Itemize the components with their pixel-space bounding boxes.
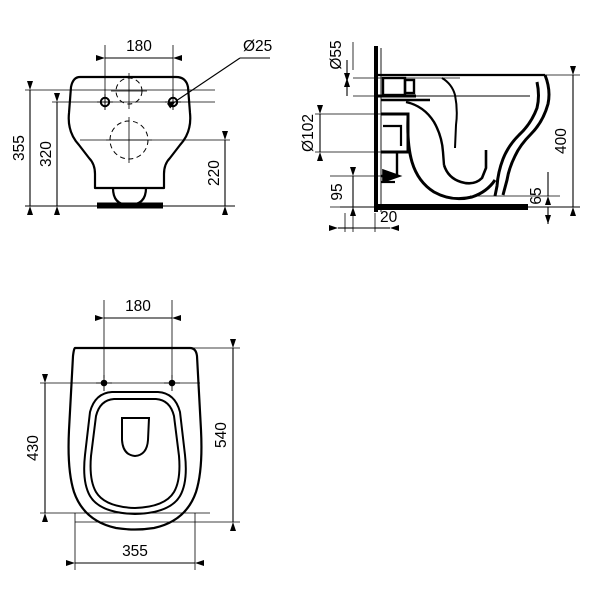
front-floor-bar	[97, 202, 163, 209]
dimension-front-d25: Ø25	[166, 38, 272, 109]
dimension-label-front-320: 320	[38, 141, 55, 167]
side-floor-bar	[378, 204, 528, 210]
dimension-label-side-d55: Ø55	[328, 40, 345, 69]
side-trap-form	[442, 150, 488, 185]
dimension-label-plan-430: 430	[25, 435, 42, 461]
dimension-label-plan-180: 180	[125, 298, 151, 315]
dimension-label-front-180: 180	[126, 38, 152, 55]
dimension-label-side-400: 400	[553, 128, 570, 154]
side-flush-inlet-fitting	[378, 76, 430, 102]
side-pan-right-profile	[501, 74, 551, 196]
side-lower-bracket	[381, 150, 403, 184]
front-pan-outline	[67, 75, 192, 190]
dimension-side-65: 65	[528, 172, 551, 224]
view-front-elevation: 180 Ø25 355 320 220	[11, 38, 272, 215]
dimension-label-side-d102: Ø102	[300, 114, 317, 152]
front-lower-outlet-circle	[106, 117, 152, 163]
dimension-label-front-220: 220	[206, 160, 223, 186]
dimension-label-side-65: 65	[528, 187, 545, 204]
front-fixing-hole-left	[97, 94, 113, 110]
dimension-label-side-95: 95	[329, 183, 346, 200]
dimension-side-20: 20	[329, 209, 399, 231]
dimension-label-front-355: 355	[11, 135, 28, 161]
side-wall-line	[374, 46, 378, 212]
dimension-label-front-d25: Ø25	[243, 38, 272, 55]
dimension-side-d55: Ø55	[328, 40, 350, 96]
plan-bowl-rim-inner	[89, 398, 181, 510]
dimension-side-400: 400	[553, 66, 576, 216]
dimension-front-320: 320	[38, 93, 60, 215]
side-rim-front-curve	[441, 77, 458, 149]
dimension-label-plan-540: 540	[213, 422, 230, 448]
dimension-plan-355: 355	[66, 543, 204, 566]
front-upper-center-circle	[111, 73, 147, 109]
view-plan: 180 430 540 355	[25, 298, 240, 570]
side-internal-flush-channel	[405, 100, 446, 166]
plan-fixing-hole-left	[96, 375, 112, 391]
dimension-label-side-20: 20	[380, 209, 398, 226]
side-bowl-underbody	[406, 117, 497, 201]
plan-bowl-rim-outer	[83, 391, 187, 516]
plan-seat-outline	[67, 346, 203, 531]
dimension-plan-430: 430	[25, 374, 48, 522]
dimension-label-plan-355: 355	[122, 543, 148, 560]
side-pan-right-inner-profile	[493, 81, 540, 197]
dimension-plan-180: 180	[95, 298, 181, 321]
dimension-front-180: 180	[96, 38, 182, 61]
front-fixing-hole-right	[165, 94, 181, 110]
dimension-front-355: 355	[11, 81, 33, 215]
dimension-plan-540: 540	[213, 339, 236, 531]
dimension-side-d102: Ø102	[300, 105, 323, 161]
dimension-side-95: 95	[329, 167, 356, 216]
view-side-section: Ø55 Ø102 95 20 400 65	[300, 40, 580, 232]
plan-flush-aperture	[121, 417, 151, 458]
dimension-front-220: 220	[206, 131, 228, 215]
plan-fixing-hole-right	[164, 375, 180, 391]
